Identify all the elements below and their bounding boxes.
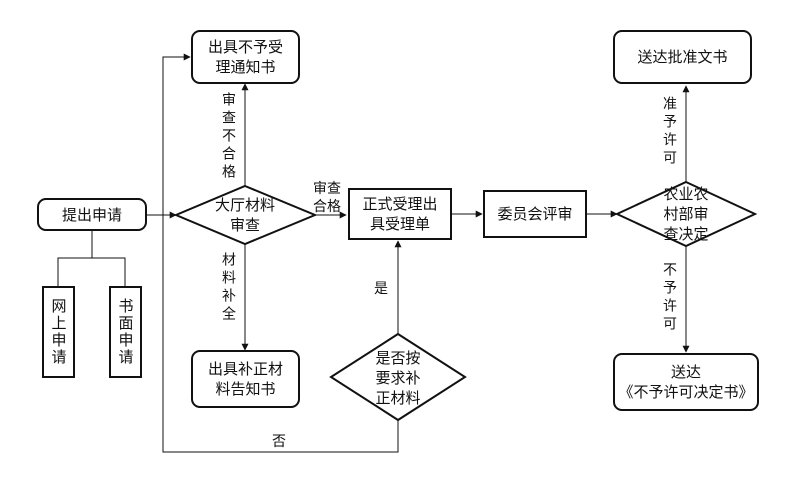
node-supplement-notice: 出具补正材 料告知书 [191,350,300,408]
node-formal-accept: 正式受理出 具受理单 [348,188,452,240]
node-online-apply: 网上申请 [42,286,75,378]
edge-apply-to-paper [92,257,126,286]
edge-label-approve: 准予许可 [661,96,677,168]
check-supplement-diamond [329,332,467,422]
node-committee-review-label: 委员会评审 [497,205,573,223]
edge-label-supplement: 材料补全 [220,252,236,324]
node-committee-review: 委员会评审 [483,190,587,238]
edge-label-unqualified: 审查不合格 [220,92,236,182]
node-paper-apply: 书面申请 [109,286,142,378]
node-online-apply-label: 网上申请 [49,298,68,366]
hall-review-diamond [173,184,318,246]
node-formal-accept-label: 正式受理出 具受理单 [362,195,438,233]
node-supplement-notice-label: 出具补正材 料告知书 [207,360,283,398]
edge-label-yes: 是 [374,281,388,297]
node-deny-doc-label: 送达 《不予许可决定书》 [618,363,754,401]
edge-label-deny: 不予许可 [661,262,677,334]
node-reject-notice: 出具不予受 理通知书 [191,30,300,84]
node-reject-notice-label: 出具不予受 理通知书 [207,38,283,76]
node-deny-doc: 送达 《不予许可决定书》 [613,353,759,411]
node-approval-doc-label: 送达批准文书 [637,48,728,66]
ministry-decision-diamond [614,180,758,248]
node-paper-apply-label: 书面申请 [116,298,135,366]
edge-check-no [162,53,399,453]
node-apply-label: 提出申请 [61,205,122,224]
node-apply: 提出申请 [37,198,147,231]
node-approval-doc: 送达批准文书 [613,30,752,84]
edge-apply-to-submission-types [57,231,93,286]
edge-label-no: 否 [272,434,286,450]
edge-label-qualified: 审查 合格 [313,181,341,215]
